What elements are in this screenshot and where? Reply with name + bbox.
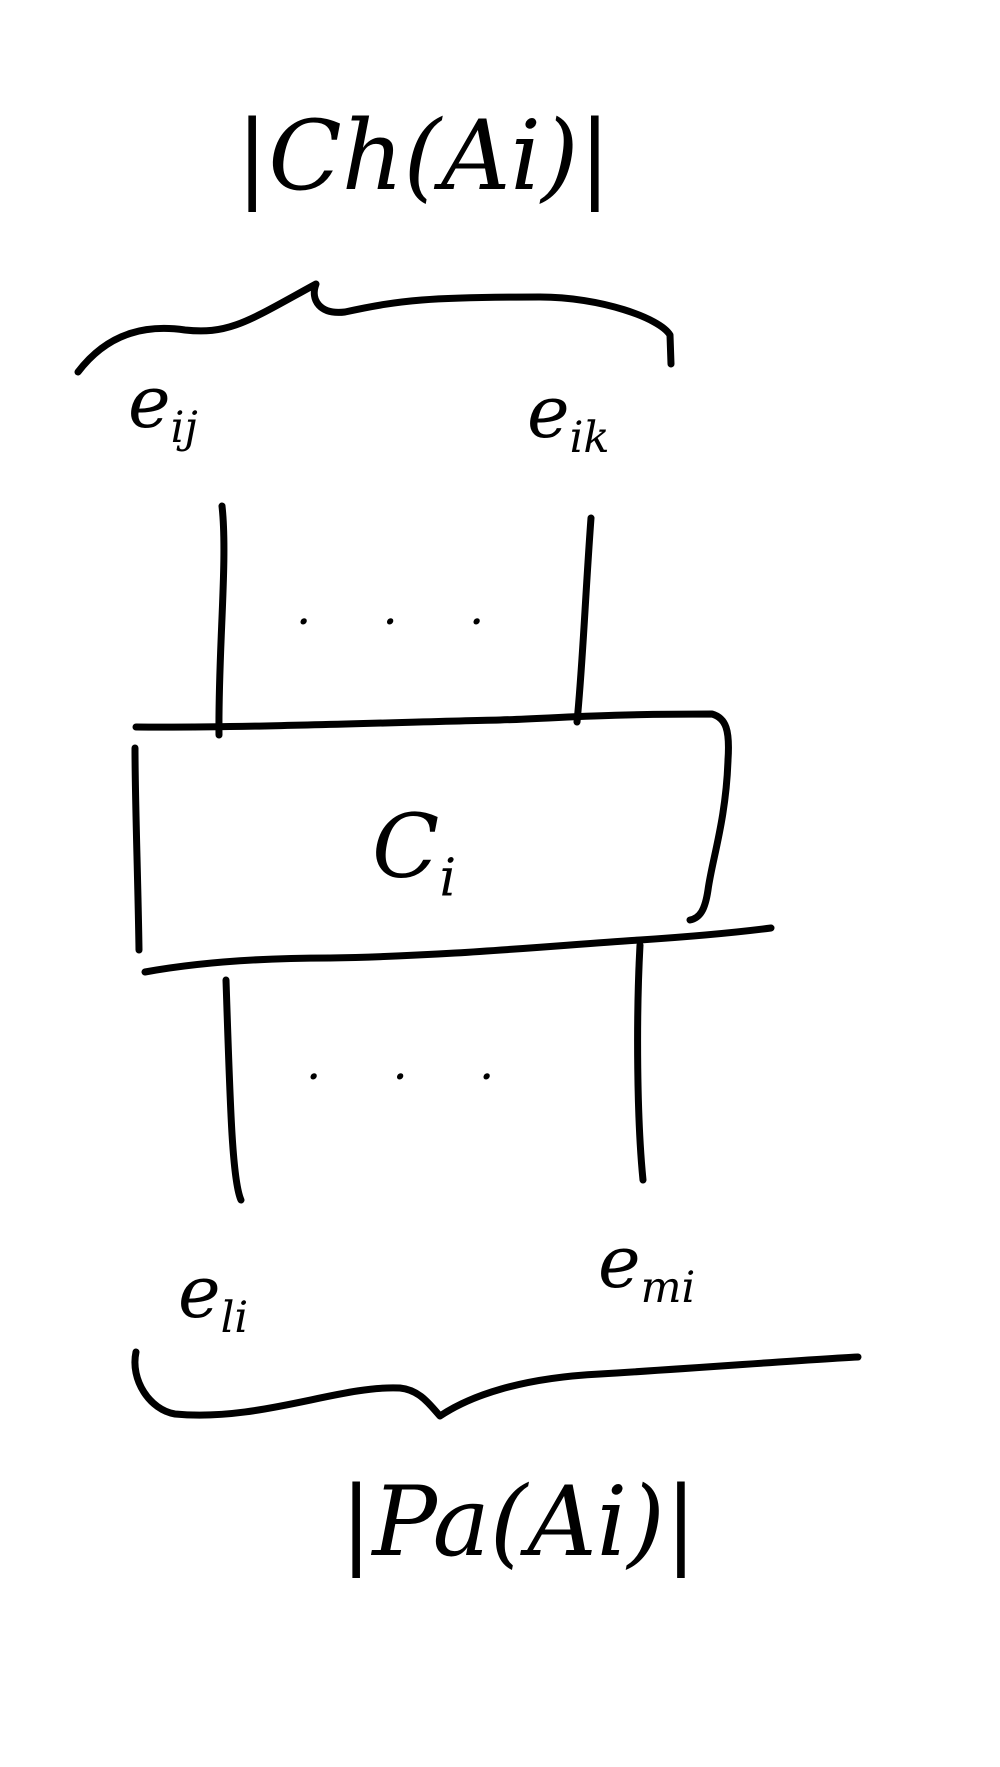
bottom-ellipsis: . . . <box>306 1035 523 1091</box>
node-label-ci: Ci <box>372 795 457 909</box>
top-ellipsis: . . . <box>296 580 513 636</box>
bottom-brace <box>131 1348 862 1420</box>
top-brace <box>74 280 675 376</box>
node-box-bottom <box>141 924 775 976</box>
node-box-top <box>132 710 732 764</box>
edge-label-li: eli <box>178 1250 249 1344</box>
node-box-right <box>686 756 732 924</box>
children-count-label: |Ch(Ai)| <box>236 100 611 212</box>
edge-label-mi: emi <box>598 1220 696 1314</box>
edge-line-mi <box>634 941 647 1184</box>
node-box-left <box>131 744 143 954</box>
edge-line-ik <box>573 514 595 726</box>
edge-line-li <box>222 976 245 1204</box>
edge-line-ij <box>215 502 228 739</box>
edge-label-ij: eij <box>128 360 198 454</box>
parents-count-label: |Pa(Ai)| <box>340 1466 698 1578</box>
edge-label-ik: eik <box>527 370 610 464</box>
